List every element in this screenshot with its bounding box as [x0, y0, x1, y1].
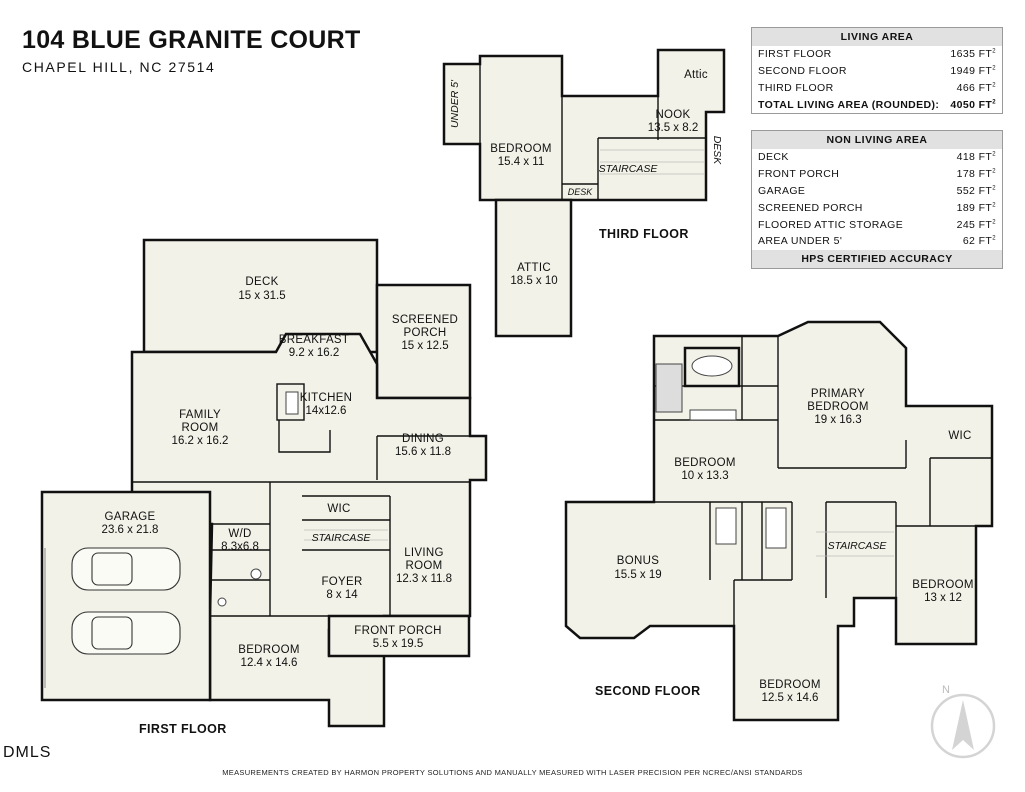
third-floor-outline	[442, 48, 726, 202]
living-area-heading: LIVING AREA	[752, 28, 1002, 46]
attic-third-outline	[494, 198, 573, 338]
bonus-name: BONUS	[617, 555, 659, 567]
living-room-name-2: ROOM	[406, 560, 443, 572]
front-porch-name: FRONT PORCH	[354, 625, 441, 637]
bedroom-second-b-dim: 13 x 12	[924, 592, 962, 604]
kitchen-name: KITCHEN	[300, 392, 353, 404]
screened-porch-dim: 15 x 12.5	[401, 340, 448, 352]
desk-b-label: DESK	[711, 136, 723, 166]
compass-icon: N	[930, 684, 996, 759]
bedroom-third-dim: 15.4 x 11	[498, 156, 544, 168]
attic-small-name: Attic	[684, 69, 708, 81]
compass-north-label: N	[942, 684, 950, 696]
staircase-second-label: STAIRCASE	[828, 540, 888, 552]
bedroom-first-dim: 12.4 x 14.6	[241, 657, 298, 669]
deck-name: DECK	[245, 276, 278, 288]
primary-bedroom-name-2: BEDROOM	[807, 401, 869, 413]
mls-logo: DMLS	[3, 744, 52, 761]
total-area-row: TOTAL LIVING AREA (ROUNDED):4050 FT2	[758, 98, 996, 111]
dining-name: DINING	[402, 433, 444, 445]
attic-third-dim: 18.5 x 10	[510, 275, 557, 287]
wic-second-name: WIC	[948, 430, 971, 442]
garage-name: GARAGE	[104, 511, 155, 523]
breakfast-dim: 9.2 x 16.2	[289, 347, 340, 359]
staircase-third-label: STAIRCASE	[599, 163, 659, 175]
living-room-name-1: LIVING	[404, 547, 444, 559]
third-floor-label: THIRD FLOOR	[599, 227, 689, 241]
accuracy-badge: HPS CERTIFIED ACCURACY	[752, 249, 1002, 268]
non-living-area-heading: NON LIVING AREA	[752, 131, 1002, 149]
deck-dim: 15 x 31.5	[238, 290, 285, 302]
garage-dim: 23.6 x 21.8	[102, 524, 159, 536]
bedroom-second-b-name: BEDROOM	[912, 579, 974, 591]
wd-name: W/D	[228, 528, 251, 540]
nook-name: NOOK	[655, 109, 690, 121]
living-room-dim: 12.3 x 11.8	[396, 573, 452, 585]
bonus-dim: 15.5 x 19	[614, 569, 661, 581]
bedroom-second-a-name: BEDROOM	[674, 457, 736, 469]
screened-porch-name-2: PORCH	[403, 327, 446, 339]
family-room-dim: 16.2 x 16.2	[172, 435, 229, 447]
desk-a-label: DESK	[568, 187, 594, 197]
foyer-name: FOYER	[321, 576, 362, 588]
bedroom-first-name: BEDROOM	[238, 644, 300, 656]
bedroom-second-c-dim: 12.5 x 14.6	[762, 692, 819, 704]
second-floor-label: SECOND FLOOR	[595, 684, 701, 698]
wd-dim: 8.3x6.8	[221, 541, 259, 553]
wic-first-name: WIC	[327, 503, 350, 515]
primary-bedroom-name-1: PRIMARY	[811, 388, 865, 400]
nook-dim: 13.5 x 8.2	[648, 122, 699, 134]
breakfast-name: BREAKFAST	[279, 334, 349, 346]
family-room-name-2: ROOM	[182, 422, 219, 434]
front-porch-outline	[327, 614, 471, 658]
kitchen-dim: 14x12.6	[306, 405, 347, 417]
bedroom-third-name: BEDROOM	[490, 143, 552, 155]
measurement-note: MEASUREMENTS CREATED BY HARMON PROPERTY …	[222, 768, 803, 777]
area-row: AREA UNDER 5'62 FT2	[758, 235, 996, 248]
attic-third-name: ATTIC	[517, 262, 551, 274]
foyer-dim: 8 x 14	[326, 589, 358, 601]
first-floor-label: FIRST FLOOR	[139, 722, 227, 736]
front-porch-dim: 5.5 x 19.5	[373, 638, 424, 650]
under5-label: UNDER 5'	[449, 79, 461, 128]
family-room-name-1: FAMILY	[179, 409, 221, 421]
bedroom-second-a-dim: 10 x 13.3	[681, 470, 728, 482]
property-address: 104 BLUE GRANITE COURT	[22, 26, 361, 54]
dining-dim: 15.6 x 11.8	[395, 446, 451, 458]
staircase-first-label: STAIRCASE	[312, 532, 372, 544]
screened-porch-name-1: SCREENED	[392, 314, 458, 326]
stair-treads	[304, 149, 894, 557]
property-city: CHAPEL HILL, NC 27514	[22, 59, 216, 75]
primary-bedroom-dim: 19 x 16.3	[814, 414, 861, 426]
garage-cars	[71, 547, 181, 655]
bath-fixtures	[217, 355, 787, 607]
bedroom-second-c-name: BEDROOM	[759, 679, 821, 691]
